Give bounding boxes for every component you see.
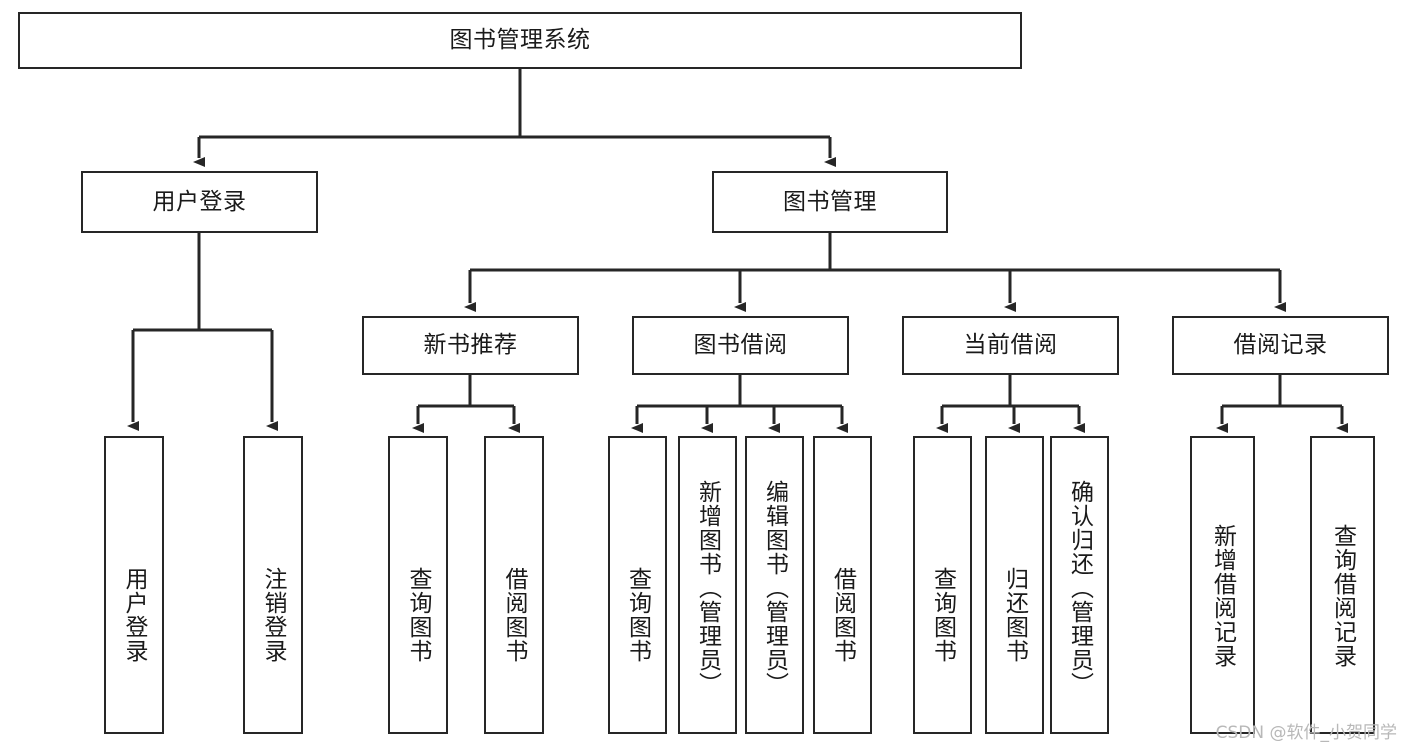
node-leaf-logout[interactable]: 注销登录 bbox=[243, 436, 303, 734]
node-user-login-label: 用户登录 bbox=[152, 188, 247, 215]
node-leaf-borrow-book-2-label: 借阅图书 bbox=[829, 567, 856, 663]
node-leaf-query-record-label: 查询借阅记录 bbox=[1329, 524, 1356, 668]
node-user-login[interactable]: 用户登录 bbox=[81, 171, 318, 233]
node-borrow-record-label: 借阅记录 bbox=[1233, 332, 1328, 359]
node-leaf-logout-label: 注销登录 bbox=[260, 567, 287, 663]
node-borrow-record[interactable]: 借阅记录 bbox=[1172, 316, 1389, 375]
node-new-book-recommend-label: 新书推荐 bbox=[423, 332, 518, 359]
node-leaf-query-book-3[interactable]: 查询图书 bbox=[913, 436, 972, 734]
node-leaf-query-book-3-label: 查询图书 bbox=[929, 567, 956, 663]
node-leaf-user-login[interactable]: 用户登录 bbox=[104, 436, 164, 734]
node-leaf-add-book-label: 新增图书（管理员） bbox=[694, 480, 721, 696]
node-leaf-user-login-label: 用户登录 bbox=[121, 567, 148, 663]
node-leaf-add-record[interactable]: 新增借阅记录 bbox=[1190, 436, 1255, 734]
node-leaf-query-book-2[interactable]: 查询图书 bbox=[608, 436, 667, 734]
node-leaf-query-book-1[interactable]: 查询图书 bbox=[388, 436, 448, 734]
node-book-manage-label: 图书管理 bbox=[783, 188, 877, 215]
node-new-book-recommend[interactable]: 新书推荐 bbox=[362, 316, 579, 375]
node-leaf-query-book-2-label: 查询图书 bbox=[624, 567, 651, 663]
node-leaf-borrow-book-1-label: 借阅图书 bbox=[501, 567, 528, 663]
node-leaf-add-record-label: 新增借阅记录 bbox=[1209, 524, 1236, 668]
node-leaf-edit-book[interactable]: 编辑图书（管理员） bbox=[745, 436, 804, 734]
node-book-manage[interactable]: 图书管理 bbox=[712, 171, 948, 233]
node-leaf-confirm-return-label: 确认归还（管理员） bbox=[1066, 480, 1093, 696]
node-leaf-return-book[interactable]: 归还图书 bbox=[985, 436, 1044, 734]
node-book-borrow[interactable]: 图书借阅 bbox=[632, 316, 849, 375]
node-leaf-add-book[interactable]: 新增图书（管理员） bbox=[678, 436, 737, 734]
node-leaf-query-record[interactable]: 查询借阅记录 bbox=[1310, 436, 1375, 734]
node-leaf-borrow-book-2[interactable]: 借阅图书 bbox=[813, 436, 872, 734]
node-root[interactable]: 图书管理系统 bbox=[18, 12, 1022, 69]
node-current-borrow-label: 当前借阅 bbox=[963, 332, 1058, 359]
node-book-borrow-label: 图书借阅 bbox=[693, 332, 788, 359]
node-leaf-return-book-label: 归还图书 bbox=[1001, 567, 1028, 663]
node-leaf-confirm-return[interactable]: 确认归还（管理员） bbox=[1050, 436, 1109, 734]
node-leaf-query-book-1-label: 查询图书 bbox=[405, 567, 432, 663]
node-root-label: 图书管理系统 bbox=[449, 27, 591, 54]
node-current-borrow[interactable]: 当前借阅 bbox=[902, 316, 1119, 375]
node-leaf-borrow-book-1[interactable]: 借阅图书 bbox=[484, 436, 544, 734]
node-leaf-edit-book-label: 编辑图书（管理员） bbox=[761, 480, 788, 696]
